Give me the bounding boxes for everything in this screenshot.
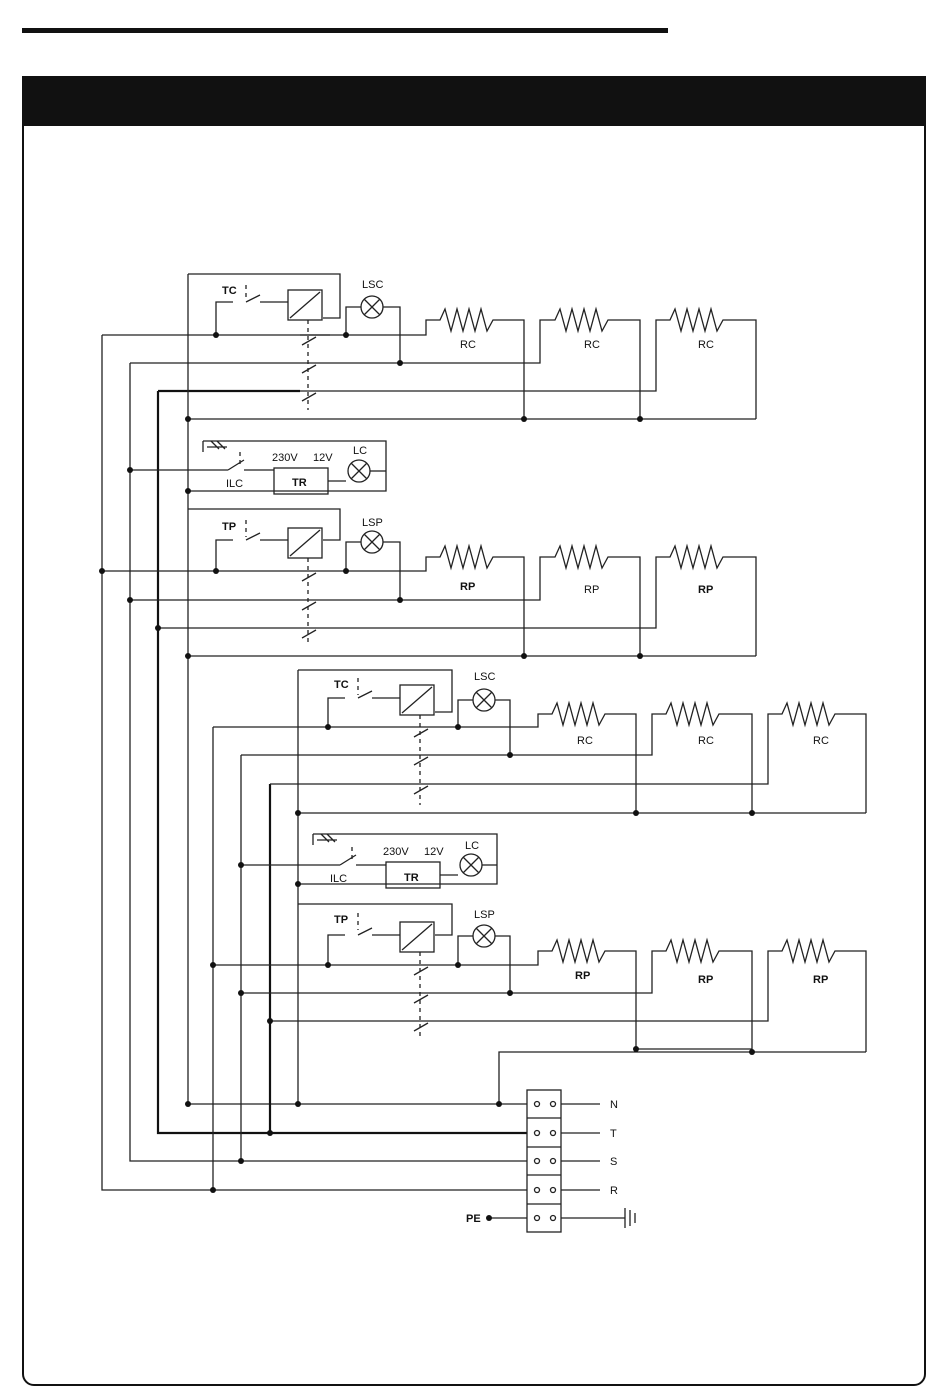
label-lsp: LSP — [362, 517, 383, 529]
label-rp: RP — [460, 581, 475, 593]
label-rp: RP — [698, 974, 713, 986]
label-12v: 12V — [424, 846, 444, 858]
group2-light: ILC 230V 12V LC TR — [238, 834, 497, 888]
label-lsc: LSC — [474, 671, 495, 683]
label-rc: RC — [584, 339, 600, 351]
label-pe: PE — [466, 1213, 481, 1225]
label-tp: TP — [334, 914, 348, 926]
terminal-label-n: N — [610, 1099, 618, 1111]
group2-pizza: TP LSP RP RP RP — [210, 904, 866, 1104]
label-230v: 230V — [383, 846, 409, 858]
label-rc: RC — [460, 339, 476, 351]
label-12v: 12V — [313, 452, 333, 464]
label-tr: TR — [404, 872, 419, 884]
label-rc: RC — [698, 735, 714, 747]
label-rp: RP — [698, 584, 713, 596]
label-rp: RP — [813, 974, 828, 986]
terminal-screws — [535, 1102, 556, 1221]
ground-icon — [625, 1208, 635, 1228]
label-rc: RC — [813, 735, 829, 747]
label-lc: LC — [465, 840, 479, 852]
label-tp: TP — [222, 521, 236, 533]
label-lsp: LSP — [474, 909, 495, 921]
label-tc: TC — [222, 285, 237, 297]
group1-light: ILC 230V 12V LC TR — [127, 441, 386, 494]
label-rc: RC — [577, 735, 593, 747]
label-ilc: ILC — [226, 478, 243, 490]
group1-chamber: TC LSC RC RC RC — [185, 274, 756, 422]
group1-pizza: TP LSP RP RP RP — [99, 509, 756, 659]
label-rp: RP — [584, 584, 599, 596]
label-tr: TR — [292, 477, 307, 489]
label-lsc: LSC — [362, 279, 383, 291]
terminal-label-r: R — [610, 1185, 618, 1197]
label-rc: RC — [698, 339, 714, 351]
group2-chamber: TC LSC RC RC RC — [213, 670, 866, 816]
label-lc: LC — [353, 445, 367, 457]
label-tc: TC — [334, 679, 349, 691]
label-230v: 230V — [272, 452, 298, 464]
label-ilc: ILC — [330, 873, 347, 885]
label-rp: RP — [575, 970, 590, 982]
terminal-label-s: S — [610, 1156, 617, 1168]
bus-wires — [102, 274, 527, 1190]
terminal-label-t: T — [610, 1128, 617, 1140]
